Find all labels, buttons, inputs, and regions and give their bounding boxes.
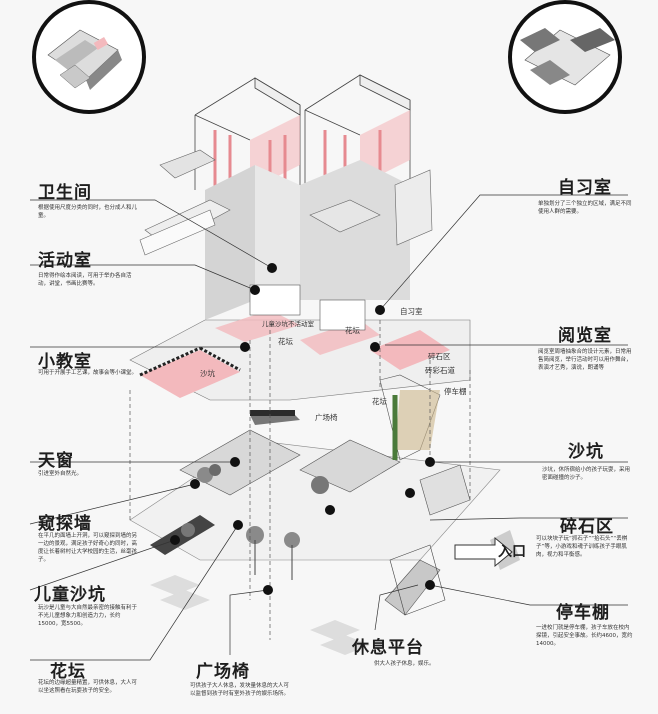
label-skylight: 天窗 (38, 451, 74, 471)
desc-reading-room: 阅览室周墙抽象合的设计元素，日常用售简阅览，举行活动时可以用作舞台，表演才艺秀，… (538, 349, 632, 371)
label-bike-shed: 停车棚 (556, 603, 610, 623)
thumbnail-top-right (508, 0, 622, 114)
desc-sandpit: 沙坑，休所宿给小的孩子玩耍，采用密面碰撞的沙子。 (542, 467, 631, 481)
label-kids-sandpit: 儿童沙坑 (34, 585, 106, 605)
label-peek-wall: 窥探墙 (38, 514, 92, 534)
thumbnail-top-left (32, 0, 146, 114)
desc-peek-wall: 在平几的面墙上开洞，可以窥探到墙的另一边的景观，满足孩子好奇心的同时，高度让长着… (38, 533, 138, 563)
tag-flowerbed-b: 花坛 (372, 397, 387, 406)
tag-gravel: 碎石区 (428, 352, 451, 361)
floor-plan (129, 284, 471, 401)
tag-brick-path: 砖彩石道 (425, 366, 455, 375)
label-small-classroom: 小教室 (38, 352, 92, 372)
desc-small-classroom: 可用于开展手工艺课，故事会等小课堂。 (38, 370, 138, 376)
label-activity-room: 活动室 (38, 251, 92, 271)
label-sandpit: 沙坑 (568, 442, 604, 462)
tag-flowerbed-a: 花坛 (278, 337, 293, 346)
tag-study-room: 自习室 (400, 307, 423, 316)
label-reading-room: 阅览室 (558, 326, 612, 346)
label-rest-platform: 休息平台 (352, 638, 424, 658)
label-plaza-bench: 广场椅 (196, 662, 250, 682)
building-mass (139, 149, 433, 320)
label-flower-bed: 花坛 (50, 662, 86, 682)
desc-bike-shed: 一进校门就是停车棚，孩子车放在校内探镜，引起安全事故。长约4600，宽约1400… (536, 625, 633, 647)
tag-kids-sandpit-activity: 儿童沙坑不活动室 (262, 320, 314, 328)
tag-bike-shed: 停车棚 (444, 387, 467, 396)
entrance-arrow (454, 536, 513, 568)
tag-plaza-bench: 广场椅 (315, 413, 338, 422)
label-restroom: 卫生间 (38, 183, 92, 203)
leader-lines (29, 194, 628, 661)
desc-flower-bed: 花坛的边缘超量精置，可供休息，大人可以坐这照看在玩耍孩子的安全。 (38, 680, 138, 694)
marker-dots (170, 263, 435, 595)
desc-restroom: 根据使用尺度分类的同时，也分成人和儿童。 (38, 205, 138, 219)
entrance-label: 入口 (498, 544, 526, 560)
desc-gravel-area: 可以块块子玩“抓石子”“拾石头”“丢棋子”等，小游戏和魂子训练孩子手眼肌肉，视力… (536, 536, 628, 558)
tag-sandpit: 沙坑 (200, 369, 215, 378)
desc-plaza-bench: 可供孩子大人休息，发块量休息的大人可以监督到孩子时有室外孩子的娱乐场所。 (190, 683, 290, 697)
connector-lines (129, 320, 471, 640)
label-study-room: 自习室 (558, 178, 612, 198)
label-gravel-area: 碎石区 (560, 517, 614, 537)
trees (181, 464, 329, 580)
desc-activity-room: 日常得作绘本阅读，可用于举办各自活动，讲堂，书画比赛等。 (38, 273, 132, 287)
desc-rest-platform: 供大人孩子休息，娱乐。 (374, 661, 435, 667)
tag-flowerbed-c: 花坛 (345, 326, 360, 335)
desc-skylight: 引进室外自然光。 (38, 471, 83, 477)
desc-study-room: 单独划分了三个独立的区域，满足不同使用人群的需要。 (538, 201, 632, 215)
courtyard-ground (129, 374, 501, 616)
desc-kids-sandpit: 玩沙是儿童与大自然最亲密的接触有利于不光儿童想象力和创造力力，长约15000，宽… (38, 605, 138, 627)
